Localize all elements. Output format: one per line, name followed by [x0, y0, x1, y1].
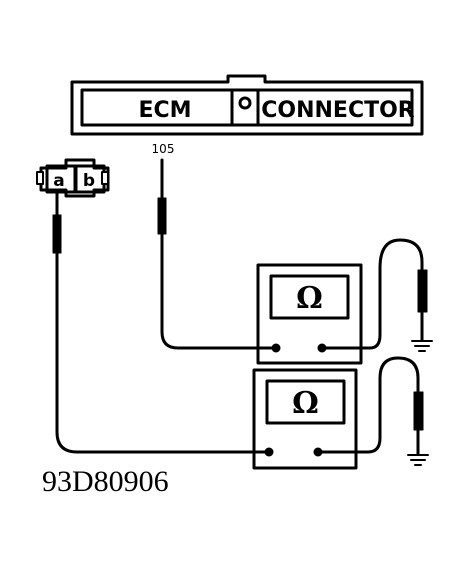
ground-lead-2	[316, 356, 429, 466]
test-connector: a b	[36, 158, 110, 198]
ohmmeter-2: Ω	[252, 368, 358, 470]
terminal-probe-lead	[52, 190, 270, 454]
ecm-probe-lead	[157, 158, 277, 350]
meter-terminal	[271, 343, 281, 353]
connector-label: CONNECTOR	[261, 98, 415, 123]
ohmmeter-1: Ω	[256, 263, 363, 365]
ecm-connector: ECM CONNECTOR	[70, 74, 424, 136]
terminal-a-label: a	[53, 171, 64, 191]
ecm-label: ECM	[138, 98, 191, 123]
ground-icon	[407, 454, 429, 466]
ohm-symbol: Ω	[296, 281, 323, 316]
ground-lead-1	[320, 238, 433, 352]
ground-icon	[411, 340, 433, 352]
terminal-b-label: b	[83, 171, 95, 191]
ohm-symbol: Ω	[292, 386, 319, 421]
figure-code: 93D80906	[42, 465, 169, 498]
connector-lock-icon	[238, 96, 252, 110]
meter-terminal	[264, 447, 274, 457]
pin-105-label: 105	[152, 142, 175, 156]
